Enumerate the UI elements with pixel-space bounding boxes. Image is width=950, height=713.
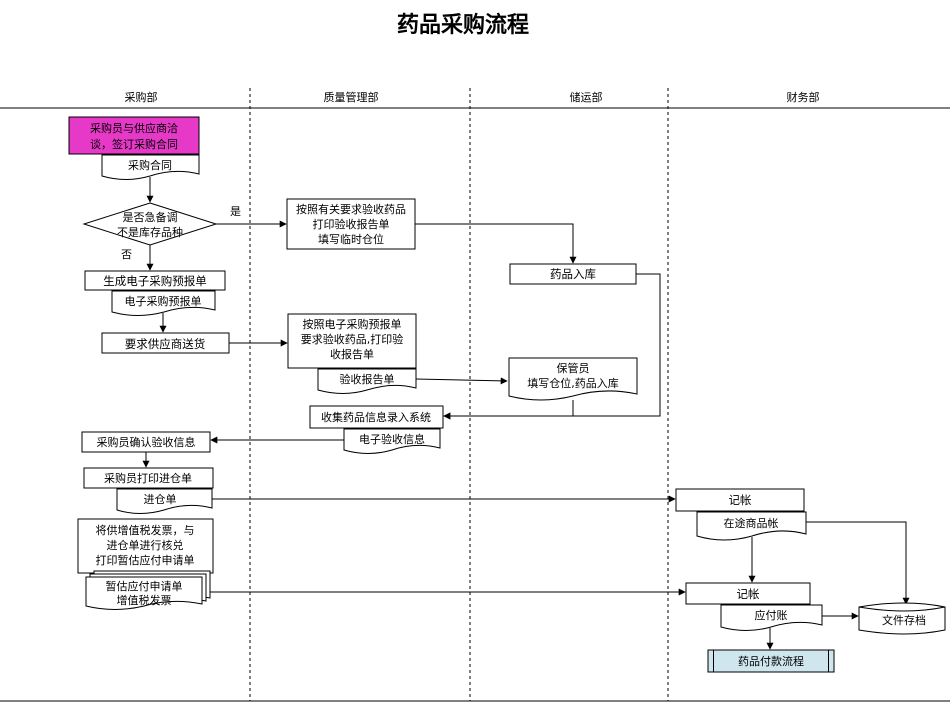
- archive-cylinder-rim: [858, 606, 946, 612]
- payable-docs-line2: 增值税发票: [117, 593, 172, 607]
- flow-arrow: [443, 400, 574, 420]
- payment-flow-inner-right: [828, 650, 829, 672]
- buyer-confirm-label: 采购员确认验收信息: [97, 435, 196, 449]
- start-negotiate-line2: 谈，签订采购合同: [90, 137, 178, 151]
- qc-order-line2: 要求验收药品,打印验: [301, 332, 404, 346]
- in-warehouse-document-label: 进仓单: [144, 492, 177, 506]
- qc-order-line1: 按照电子采购预报单: [303, 317, 402, 331]
- keeper-line2: 填写仓位,药品入库: [527, 376, 619, 390]
- goods-in-transit-document: [696, 511, 807, 541]
- generate-order-label: 生成电子采购预报单: [103, 274, 207, 288]
- qc-entry-box: [309, 405, 444, 429]
- invoice-check-line3: 打印暂估应付申请单: [96, 553, 195, 567]
- lane-header-storage: 储运部: [570, 90, 603, 104]
- qc-entry-label: 收集药品信息录入系统: [321, 410, 431, 424]
- buyer-print-box: [83, 467, 214, 489]
- qc-urgent-line2: 打印验收报告单: [313, 217, 390, 231]
- finance-record-box-2: [685, 582, 811, 605]
- invoice-check-line1: 将供增值税发票，与: [96, 523, 195, 537]
- qc-urgent-box: [286, 198, 416, 250]
- buyer-print-label: 采购员打印进仓单: [104, 471, 192, 485]
- decision-line1: 是否急备调: [123, 210, 178, 224]
- payable-account-document: [720, 604, 823, 631]
- payment-flow-box: [707, 649, 835, 673]
- in-warehouse-document: [116, 488, 213, 514]
- decision-no-label: 否: [121, 248, 132, 261]
- lane-header-finance: 财务部: [787, 90, 820, 104]
- flow-arrow: [806, 521, 910, 605]
- start-negotiate-box: [68, 116, 200, 155]
- payment-flow-label: 药品付款流程: [738, 654, 804, 668]
- finance-record-box-1: [675, 488, 805, 512]
- decision-line2: 不是库存品种: [117, 225, 183, 239]
- qc-report-document-label: 验收报告单: [340, 372, 395, 386]
- archive-cylinder: [858, 602, 946, 635]
- lane-header-quality: 质量管理部: [324, 90, 379, 104]
- archive-label: 文件存档: [882, 613, 926, 627]
- contract-document-label: 采购合同: [128, 158, 172, 172]
- finance-record-label-2: 记帐: [737, 587, 760, 601]
- invoice-check-line2: 进仓单进行核兑: [107, 538, 184, 552]
- storage-in-label: 药品入库: [550, 267, 596, 281]
- order-document: [111, 290, 216, 316]
- flow-arrow: [415, 223, 577, 264]
- qc-info-document-label: 电子验收信息: [359, 432, 425, 446]
- payable-document-stack-front: [85, 576, 203, 610]
- keeper-line1: 保管员: [557, 361, 590, 375]
- invoice-check-box: [77, 518, 214, 574]
- goods-in-transit-label: 在途商品帐: [724, 516, 779, 530]
- qc-report-document: [317, 368, 417, 394]
- contract-document: [101, 154, 200, 180]
- payable-account-label: 应付账: [755, 608, 788, 622]
- finance-record-label-1: 记帐: [729, 493, 752, 507]
- start-negotiate-line1: 采购员与供应商洽: [90, 121, 178, 135]
- generate-order-box: [84, 270, 226, 291]
- flow-arrow: [415, 377, 508, 385]
- payment-flow-inner-left: [713, 650, 714, 672]
- qc-urgent-line1: 按照有关要求验收药品: [296, 202, 406, 216]
- qc-order-box: [287, 313, 417, 369]
- payable-docs-line1: 暂估应付申请单: [106, 579, 183, 593]
- decision-yes-label: 是: [230, 205, 241, 218]
- page-title: 药品采购流程: [397, 12, 529, 38]
- lane-header-purchasing: 采购部: [125, 90, 158, 104]
- qc-info-document: [343, 428, 441, 454]
- qc-urgent-line3: 填写临时仓位: [318, 232, 384, 246]
- order-document-label: 电子采购预报单: [125, 294, 202, 308]
- request-shipment-label: 要求供应商送货: [125, 337, 206, 351]
- qc-order-line3: 收报告单: [330, 347, 374, 361]
- keeper-document: [508, 357, 638, 401]
